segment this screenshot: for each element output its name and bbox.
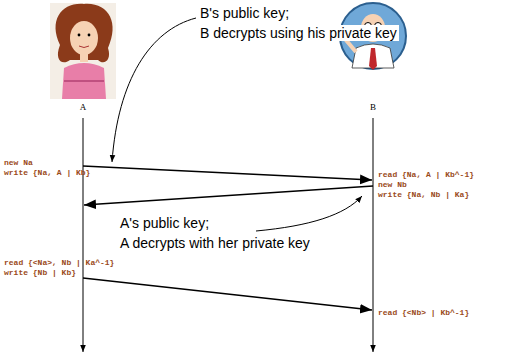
participant: B <box>370 102 376 112</box>
callout-note: B's public key; <box>198 5 291 21</box>
alice-figure <box>50 3 116 99</box>
callout-note: A's public key; <box>118 215 211 231</box>
participant: A <box>80 102 87 112</box>
callout-note: B decrypts using his private key <box>198 25 399 41</box>
code-line: write {Na, Nb | Ka} <box>378 190 469 200</box>
code-line: read {<Na>, Nb | Ka^-1} <box>4 258 114 268</box>
code-line: new Na <box>4 158 33 168</box>
participant-name: A <box>80 102 87 112</box>
code-line: read {Na, A | Kb^-1} <box>378 170 474 180</box>
participant-name: B <box>370 102 376 112</box>
code-line: write {Nb | Kb} <box>4 268 76 278</box>
code-line: write {Na, A | Kb} <box>4 168 90 178</box>
code-line: read {<Nb> | Kb^-1} <box>378 308 469 318</box>
code-line: new Nb <box>378 180 407 190</box>
callout-note: A decrypts with her private key <box>118 235 312 251</box>
